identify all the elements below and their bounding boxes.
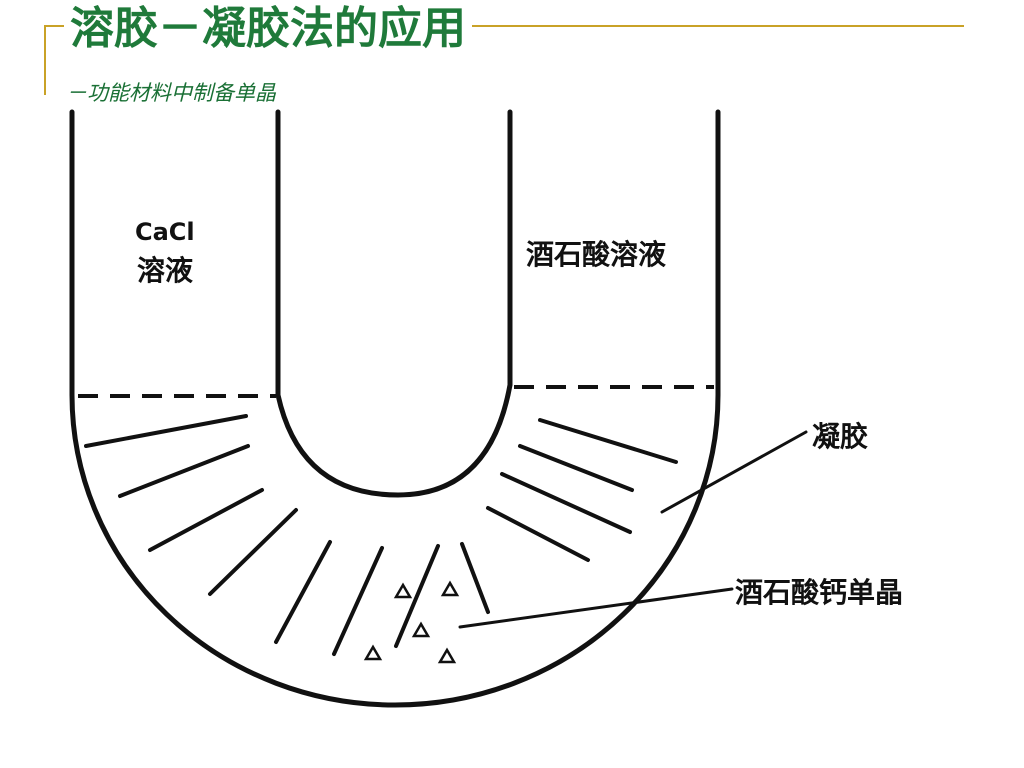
header-rule xyxy=(44,25,964,27)
u-tube-inner-wall xyxy=(275,109,513,498)
crystal-marker xyxy=(440,580,460,597)
crystal-pointer-line xyxy=(458,587,734,629)
gel-hatching xyxy=(84,414,678,656)
page-title: 溶胶－凝胶法的应用 xyxy=(64,3,472,55)
crystal-label: 酒石酸钙单晶 xyxy=(735,576,903,609)
right-solution-label: 酒石酸溶液 xyxy=(526,238,666,271)
left-solution-label-line2: 溶液 xyxy=(137,254,193,287)
gel-label: 凝胶 xyxy=(812,420,868,453)
left-solution-label-line1: CaCl xyxy=(135,218,195,246)
crystal-marker xyxy=(393,582,413,599)
crystals xyxy=(363,580,460,664)
crystal-marker xyxy=(411,621,431,638)
crystal-marker xyxy=(363,644,383,661)
crystal-marker xyxy=(437,647,457,664)
page-subtitle: －功能材料中制备单晶 xyxy=(66,81,276,105)
header-side-rule xyxy=(44,25,46,95)
u-tube-outer-wall xyxy=(69,109,721,708)
gel-pointer-line xyxy=(660,430,808,514)
